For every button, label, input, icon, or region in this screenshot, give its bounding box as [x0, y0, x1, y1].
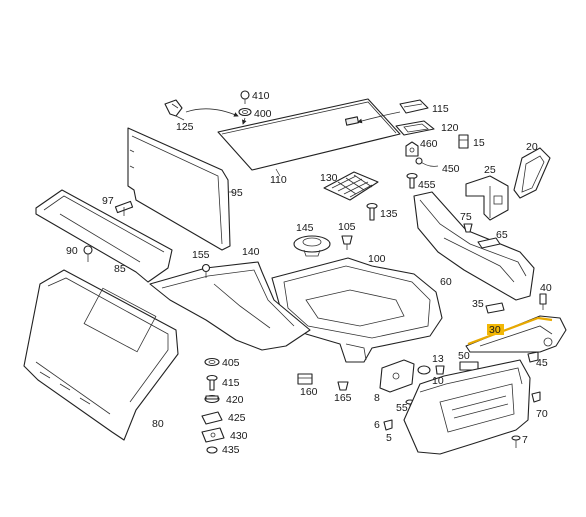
- part-435-cap[interactable]: [206, 446, 218, 454]
- part-155-clip[interactable]: [201, 263, 211, 279]
- label-65: 65: [496, 229, 508, 241]
- part-number-labels: 410 400 115 125 120 15 460 20 450 455 25…: [66, 90, 552, 456]
- part-410-clip[interactable]: [240, 90, 250, 104]
- part-120-handle[interactable]: [395, 120, 435, 136]
- label-20: 20: [526, 141, 538, 153]
- label-55: 55: [396, 402, 408, 414]
- label-450: 450: [442, 163, 460, 175]
- part-7-screw[interactable]: [511, 435, 521, 448]
- part-6-clip[interactable]: [383, 419, 393, 431]
- label-135: 135: [380, 208, 398, 220]
- part-455-screw[interactable]: [406, 172, 418, 189]
- part-85-sill-trim[interactable]: [35, 189, 173, 283]
- label-105: 105: [338, 221, 356, 233]
- part-90-clip[interactable]: [83, 245, 93, 262]
- part-45-clip[interactable]: [527, 351, 539, 363]
- label-400: 400: [254, 108, 272, 120]
- part-15-clip[interactable]: [458, 134, 469, 149]
- label-455: 455: [418, 179, 436, 191]
- part-145-cover[interactable]: [293, 235, 331, 257]
- part-80-rear-cover[interactable]: [23, 269, 179, 441]
- part-25-bracket[interactable]: [465, 175, 509, 221]
- label-155: 155: [192, 249, 210, 261]
- label-10: 10: [432, 375, 444, 387]
- part-425-bracket[interactable]: [201, 411, 223, 425]
- part-415-bolt[interactable]: [206, 374, 218, 391]
- part-100-trunk-tub[interactable]: [271, 257, 443, 363]
- label-6: 6: [374, 419, 380, 431]
- label-430: 430: [230, 430, 248, 442]
- part-125-bracket[interactable]: [164, 99, 183, 117]
- part-60-side-panel[interactable]: [413, 191, 535, 301]
- part-430-plate[interactable]: [201, 427, 225, 443]
- part-405-nut[interactable]: [204, 357, 220, 367]
- part-160-block[interactable]: [297, 373, 313, 385]
- label-75: 75: [460, 211, 472, 223]
- label-95: 95: [231, 187, 243, 199]
- label-13: 13: [432, 353, 444, 365]
- label-145: 145: [296, 222, 314, 234]
- part-13-clip[interactable]: [435, 365, 445, 375]
- label-97: 97: [102, 195, 114, 207]
- label-410: 410: [252, 90, 270, 102]
- label-160: 160: [300, 386, 318, 398]
- label-130: 130: [320, 172, 338, 184]
- part-400-grommet[interactable]: [238, 107, 252, 117]
- label-420: 420: [226, 394, 244, 406]
- label-140: 140: [242, 246, 260, 258]
- label-50: 50: [458, 350, 470, 362]
- part-420-washer[interactable]: [204, 394, 220, 404]
- part-35-pad[interactable]: [485, 302, 505, 314]
- label-35: 35: [472, 298, 484, 310]
- part-460-lock[interactable]: [405, 141, 419, 157]
- part-450-cable[interactable]: [415, 157, 439, 167]
- part-140-loading-floor[interactable]: [149, 261, 311, 351]
- label-100: 100: [368, 253, 386, 265]
- part-95-rear-panel[interactable]: [127, 127, 231, 251]
- part-70-clip[interactable]: [531, 391, 541, 403]
- part-10-grommet[interactable]: [417, 365, 431, 375]
- label-110: 110: [270, 174, 287, 186]
- part-65-pad[interactable]: [477, 237, 501, 249]
- label-165: 165: [334, 392, 352, 404]
- label-435: 435: [222, 444, 240, 456]
- label-25: 25: [484, 164, 496, 176]
- label-15: 15: [473, 137, 485, 149]
- label-5: 5: [386, 432, 392, 444]
- part-50-pad[interactable]: [459, 361, 479, 371]
- part-5-lower-side-trim[interactable]: [403, 359, 531, 455]
- part-30-trim-strip[interactable]: [465, 315, 567, 353]
- label-85: 85: [114, 263, 126, 275]
- part-40-stud[interactable]: [539, 293, 547, 310]
- label-30-highlight: [487, 324, 504, 335]
- label-415: 415: [222, 377, 240, 389]
- part-165-clip[interactable]: [337, 381, 349, 391]
- label-125: 125: [176, 121, 194, 133]
- label-60: 60: [440, 276, 452, 288]
- label-7: 7: [522, 434, 528, 446]
- part-8-cover-plate[interactable]: [379, 359, 415, 393]
- part-135-screw[interactable]: [366, 202, 378, 221]
- part-20-trim[interactable]: [513, 147, 551, 199]
- label-45: 45: [536, 357, 548, 369]
- part-115-latch[interactable]: [399, 99, 429, 114]
- label-30: 30: [489, 324, 501, 336]
- part-105-clip[interactable]: [341, 235, 353, 250]
- label-115: 115: [432, 103, 449, 115]
- label-80: 80: [152, 418, 164, 430]
- label-120: 120: [441, 122, 459, 134]
- label-425: 425: [228, 412, 246, 424]
- part-130-tray[interactable]: [323, 171, 379, 201]
- part-97-retainer[interactable]: [114, 200, 134, 216]
- label-460: 460: [420, 138, 438, 150]
- label-70: 70: [536, 408, 548, 420]
- label-40: 40: [540, 282, 552, 294]
- label-90: 90: [66, 245, 78, 257]
- part-75-clip[interactable]: [463, 223, 473, 233]
- label-405: 405: [222, 357, 240, 369]
- label-8: 8: [374, 392, 380, 404]
